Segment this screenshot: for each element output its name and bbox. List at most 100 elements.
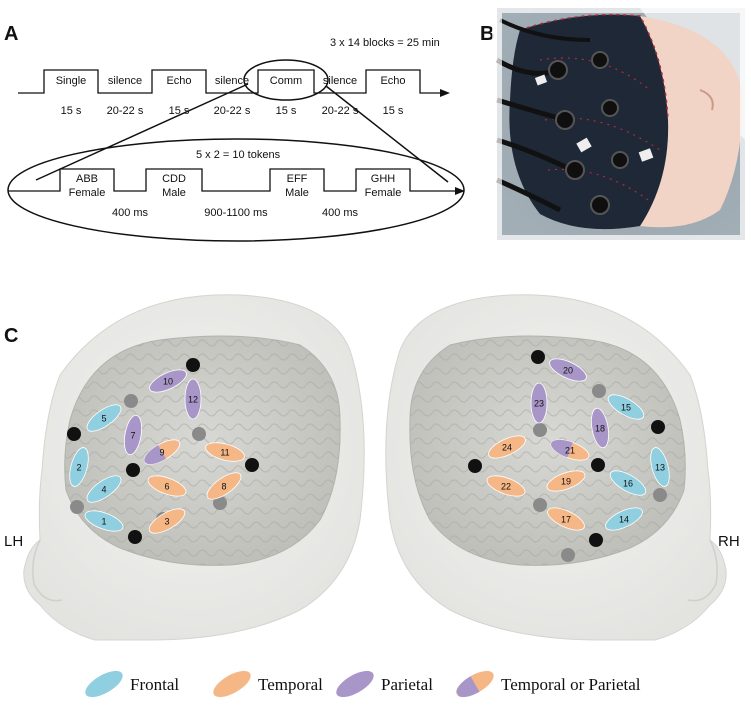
zoom-line-right <box>325 85 449 183</box>
source-optode <box>589 533 603 547</box>
channel-20: 20 <box>549 358 587 382</box>
legend-item-parietal: Parietal <box>336 670 433 698</box>
channel-22: 22 <box>486 475 526 497</box>
channel-8: 8 <box>206 472 242 500</box>
channel-number: 6 <box>164 482 169 492</box>
source-optode <box>186 358 200 372</box>
panel-label-b: B <box>480 23 494 45</box>
channel-6: 6 <box>147 475 187 497</box>
token-voice: Female <box>69 187 106 199</box>
timeline-bottom-arrow <box>455 187 465 195</box>
channel-number: 23 <box>534 399 544 409</box>
channel-number: 8 <box>221 482 226 492</box>
token-name: ABB <box>76 173 98 185</box>
channel-number: 13 <box>655 463 665 473</box>
legend-label: Parietal <box>381 675 433 694</box>
hemisphere-label-right: RH <box>718 533 740 550</box>
hemisphere-label-left: LH <box>4 533 23 550</box>
channel-number: 21 <box>565 446 575 456</box>
block-duration: 15 s <box>383 105 404 117</box>
detector-optode <box>592 384 606 398</box>
token-gap: 400 ms <box>112 207 149 219</box>
channel-19: 19 <box>546 470 586 492</box>
token-gap: 400 ms <box>322 207 359 219</box>
block-label: silence <box>323 75 357 87</box>
channel-16: 16 <box>609 470 647 496</box>
timeline-bottom-trace <box>8 168 455 192</box>
token-name: GHH <box>371 173 396 185</box>
block-label: Comm <box>270 75 302 87</box>
legend-swatch <box>213 670 251 698</box>
block-label: Echo <box>166 75 191 87</box>
source-optode <box>67 427 81 441</box>
channel-number: 5 <box>101 414 106 424</box>
block-duration: 20-22 s <box>322 105 359 117</box>
channel-13: 13 <box>650 447 670 487</box>
legend-label: Frontal <box>130 675 179 694</box>
tokens-ellipse <box>7 138 465 242</box>
channel-number: 16 <box>623 479 633 489</box>
channel-21: 21 <box>550 439 590 461</box>
detector-optode <box>561 548 575 562</box>
legend-swatch <box>85 670 123 698</box>
channel-10: 10 <box>149 369 187 393</box>
block-duration: 20-22 s <box>107 105 144 117</box>
source-optode <box>126 463 140 477</box>
legend-label: Temporal or Parietal <box>501 675 641 694</box>
timeline-top-header: 3 x 14 blocks = 25 min <box>330 37 440 49</box>
channel-11: 11 <box>205 442 245 462</box>
source-optode <box>468 459 482 473</box>
token-voice: Female <box>365 187 402 199</box>
block-duration: 15 s <box>276 105 297 117</box>
comm-highlight-ellipse <box>243 59 329 101</box>
block-duration: 20-22 s <box>214 105 251 117</box>
channel-18: 18 <box>590 407 610 449</box>
source-optode <box>651 420 665 434</box>
channel-number: 17 <box>561 515 571 525</box>
legend-swatch <box>456 670 494 698</box>
token-gap: 900-1100 ms <box>204 207 268 219</box>
channel-2: 2 <box>69 447 89 487</box>
legend-label: Temporal <box>258 675 323 694</box>
channel-17: 17 <box>547 507 585 531</box>
channel-number: 12 <box>188 395 198 405</box>
token-voice: Male <box>162 187 186 199</box>
detector-optode <box>533 423 547 437</box>
timeline-top: 3 x 14 blocks = 25 min Single silence Echo… <box>18 37 450 183</box>
legend-item-frontal: Frontal <box>85 670 179 698</box>
source-optode <box>128 530 142 544</box>
channel-number: 11 <box>220 448 229 458</box>
block-label: Single <box>56 75 87 87</box>
detector-optode <box>124 394 138 408</box>
channel-number: 18 <box>595 424 605 434</box>
channel-3: 3 <box>148 508 186 534</box>
legend: Frontal Temporal Parietal Temporal or Parie… <box>85 670 641 698</box>
legend-item-temporal-or-parietal: Temporal or Parietal <box>456 670 641 698</box>
channel-14: 14 <box>605 507 643 531</box>
token-name: CDD <box>162 173 186 185</box>
channel-12: 12 <box>184 378 202 420</box>
channel-15: 15 <box>607 394 645 420</box>
channel-number: 19 <box>561 477 571 487</box>
source-optode <box>245 458 259 472</box>
channel-number: 1 <box>101 517 106 527</box>
zoom-line-left <box>35 83 249 181</box>
token-voice: Male <box>285 187 309 199</box>
detector-optode <box>213 496 227 510</box>
source-optode <box>591 458 605 472</box>
channel-number: 3 <box>164 517 169 527</box>
detector-optode <box>192 427 206 441</box>
timeline-bottom-header: 5 x 2 = 10 tokens <box>196 149 281 161</box>
channel-number: 22 <box>501 482 511 492</box>
nirs-cap-photo <box>492 3 750 245</box>
detector-optode <box>70 500 84 514</box>
channel-number: 14 <box>619 515 629 525</box>
channel-number: 7 <box>130 431 135 441</box>
token-name: EFF <box>287 173 308 185</box>
block-label: Echo <box>380 75 405 87</box>
source-optode <box>531 350 545 364</box>
timeline-top-trace <box>18 69 440 94</box>
channel-5: 5 <box>86 404 122 432</box>
